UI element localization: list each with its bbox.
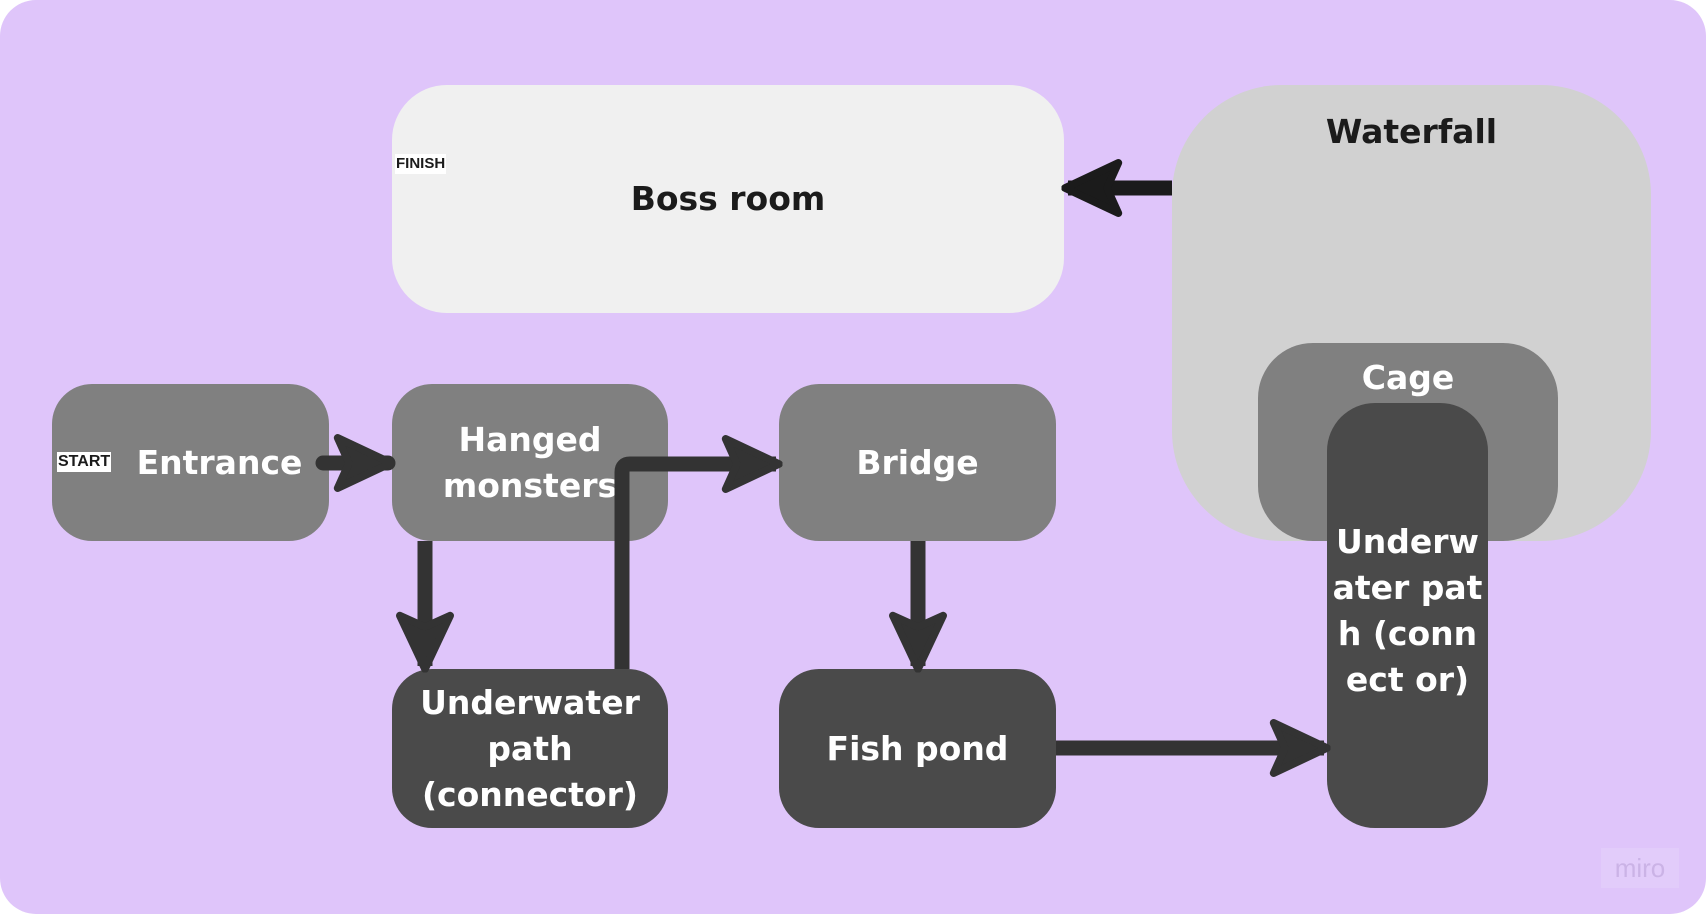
node-bridge-label: Bridge (856, 442, 979, 482)
node-boss-room[interactable]: Boss room (392, 85, 1064, 313)
miro-watermark: miro (1601, 848, 1679, 888)
node-hanged-monsters[interactable]: Hanged monsters (392, 384, 668, 541)
node-hanged-monsters-label: Hanged monsters (442, 419, 618, 505)
node-underwater-path-left[interactable]: Underwater path (connector) (392, 669, 668, 828)
node-bridge[interactable]: Bridge (779, 384, 1056, 541)
node-waterfall-label: Waterfall (1325, 112, 1498, 151)
node-fish-pond-label: Fish pond (826, 728, 1009, 768)
finish-tag: FINISH (395, 154, 447, 174)
node-fish-pond[interactable]: Fish pond (779, 669, 1056, 828)
node-entrance-label: Entrance (136, 442, 303, 482)
start-tag: START (57, 452, 112, 472)
node-boss-room-label: Boss room (630, 179, 826, 218)
node-cage-label: Cage (1361, 358, 1455, 397)
node-underwater-path-right-label: Underw ater path (connect or) (1332, 521, 1483, 699)
node-underwater-path-left-label: Underwater path (connector) (420, 682, 640, 814)
node-underwater-path-right[interactable]: Underw ater path (connect or) (1327, 403, 1488, 828)
